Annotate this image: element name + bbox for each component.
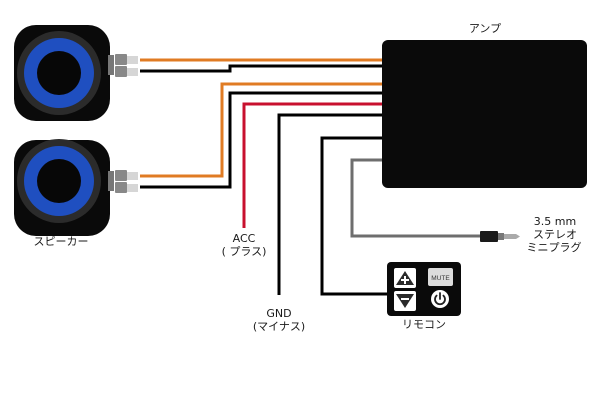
jack-type-label: ステレオ xyxy=(533,228,577,241)
gnd-label: GND xyxy=(266,307,292,320)
acc-label: ACC xyxy=(232,232,256,245)
amplifier-box xyxy=(382,40,587,188)
jack-name-label: ミニプラグ xyxy=(526,241,582,254)
acc-sublabel: ( プラス) xyxy=(221,245,267,258)
speaker2-negative-wire xyxy=(140,91,386,189)
speaker-bottom xyxy=(14,139,114,236)
amplifier-label: アンプ xyxy=(468,22,502,35)
remote-label: リモコン xyxy=(402,318,446,331)
power-icon xyxy=(431,290,449,308)
volume-down-button xyxy=(394,291,416,311)
remote-wire xyxy=(320,136,387,296)
mute-button: MUTE xyxy=(428,268,453,286)
jack-size-label: 3.5 mm xyxy=(533,215,577,228)
speaker-bottom-connector xyxy=(115,170,138,193)
acc-wire xyxy=(242,102,386,228)
speaker-top xyxy=(14,25,114,121)
speaker2-positive-wire xyxy=(140,82,386,178)
remote-control: MUTE xyxy=(387,262,461,316)
mini-plug-icon xyxy=(480,231,520,242)
speaker-label: スピーカー xyxy=(33,235,89,248)
speaker-top-connector xyxy=(115,54,138,77)
speaker1-negative-wire xyxy=(140,64,386,73)
gnd-wire xyxy=(277,113,386,295)
gnd-sublabel: (マイナス) xyxy=(252,320,306,333)
mute-button-label: MUTE xyxy=(431,275,450,282)
volume-up-button xyxy=(394,268,416,288)
audio-input-wire xyxy=(350,158,482,238)
